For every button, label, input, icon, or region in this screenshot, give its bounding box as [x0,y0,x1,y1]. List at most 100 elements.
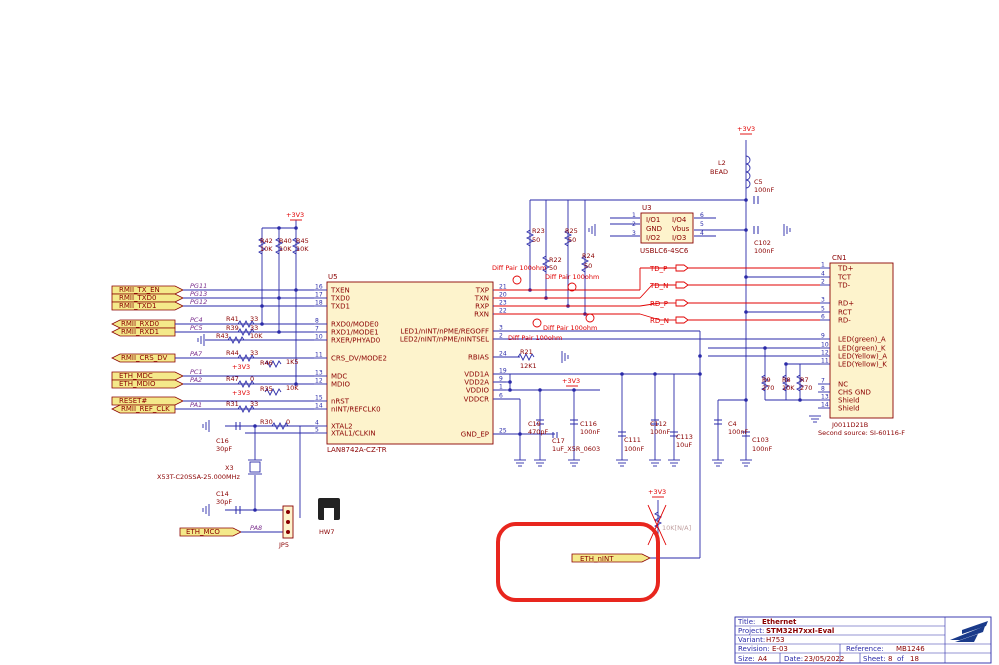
rail-reset: +3V3 [232,389,250,397]
u5-pin-number: 8 [315,318,319,325]
u5-pin-name: XTAL2 [331,423,353,431]
u5-pin-name: VDD1A [464,371,489,379]
u5-pin-name: LED1/nINT/nPME/REGOFF [400,328,489,336]
cn1-pin-name: CHS GND [838,389,871,397]
u5-pin-name: RXD0/MODE0 [331,321,379,329]
u3-num-4: 4 [700,230,704,237]
x3-ref: X3 [225,464,234,472]
cn1-pin-name: Shield [838,397,860,405]
u5-pin-name: GND_EP [461,431,489,439]
power-rails: +3V3 +3V3 +3V3 +3V3 +3V3 +3V3 [232,125,755,498]
u5-pin-name: nINT/REFCLK0 [331,406,381,414]
c19-ref: C19 [528,420,541,428]
cn1-pin-number: 4 [821,271,825,278]
c4-ref: C4 [728,420,737,428]
port-reset[interactable]: RESET# [111,396,184,406]
tb-sheet-label: Sheet: [863,655,886,663]
tb-size-label: Size: [738,655,755,663]
cn1-pin-number: 14 [821,402,829,409]
u5-pin-number: 12 [315,378,323,385]
tb-sheet: 8 [888,655,892,663]
net-td-p: TD_P [649,265,667,273]
r22-ref: R22 [549,256,562,264]
capacitor-labels: C5 100nF C102 100nF C19 470pF C116 100nF… [216,178,775,506]
cn1-pin-name: TCT [837,274,852,282]
r31-value: 33 [250,400,258,408]
r30-value: 0 [286,418,290,426]
tb-variant: H753 [766,636,785,644]
mcu-pin-labels: PG11 PG13 PG12 PC4 PC5 PA7 PC1 PA2 PA1 P… [190,282,262,532]
port-rmii-ref-clk[interactable]: RMII_REF_CLK [111,404,176,414]
diff-pair-label-4: Diff Pair 100ohm [508,334,562,342]
wires [175,140,820,559]
cn1-second-source: Second source: SI-60116-F [818,429,905,437]
u5-pin-number: 4 [315,420,319,427]
c16-ref: C16 [216,437,229,445]
u3-pin-io4: I/O4 [672,216,687,224]
tb-date: 23/05/2022 [804,655,844,663]
port-eth-nint[interactable] [571,553,651,563]
cn1-pin-name: TD+ [837,265,854,273]
u5-pin-number: 23 [499,300,507,307]
rail-bead: +3V3 [737,125,755,133]
port-tx-en-label: RMII_TX_EN [119,286,160,294]
c14-value: 30pF [216,498,232,506]
pin-pa1: PA1 [190,401,202,409]
r47-ref: R47 [226,375,239,383]
cn1-pin-name: RD+ [838,300,854,308]
port-rxd1[interactable]: RMII_RXD1 [111,327,176,337]
port-crs-dv[interactable]: RMII_CRS_DV [111,353,176,363]
r42-ref: R42 [260,237,273,245]
st-logo [950,621,988,642]
u5-left-pin: 8 RXD0/MODE0 [314,318,379,329]
u5-pin-name: TXP [475,287,489,295]
c14-ref: C14 [216,490,229,498]
u5-pin-name: RXN [474,311,489,319]
u3-num-6: 6 [700,212,704,219]
r35-value: 10K [286,384,299,392]
u5-pin-number: 17 [315,292,323,299]
u5-pin-name: TXEN [330,287,350,295]
port-reset-label: RESET# [119,397,147,405]
port-tx-en[interactable]: RMII_TX_EN [111,285,184,295]
port-eth-mco[interactable]: ETH_MCO [179,527,242,537]
pin-pc4: PC4 [190,316,203,324]
tb-date-label: Date: [784,655,803,663]
cn1-pin-name: TD- [837,282,851,290]
port-eth-mdc[interactable]: ETH_MDC [111,371,184,381]
port-txd1[interactable]: RMII_TXD1 [111,301,184,311]
jp5-ref: JP5 [278,541,289,549]
diff-pair-label-1: Diff Pair 100ohm [492,264,546,272]
port-rxd1-label: RMII_RXD1 [121,328,159,336]
u5-left-pin: 14 nINT/REFCLK0 [314,403,381,414]
u3-num-2: 2 [632,221,636,228]
port-txd0-label: RMII_TXD0 [119,294,156,302]
diff-pair-label-3: Diff Pair 100ohm [543,324,597,332]
pin-pg11: PG11 [190,282,207,290]
u5-pin-name: TXN [474,295,489,303]
u5-pin-number: 11 [315,352,323,359]
u5-pin-number: 14 [315,403,323,410]
cn1-pin-number: 11 [821,358,829,365]
port-txd0[interactable]: RMII_TXD0 [111,293,184,303]
title-block: Title: Ethernet Project: STM32H7xxI-Eval… [734,616,992,664]
highlight-annotation [496,522,660,602]
c113-ref: C113 [676,433,693,441]
c102-value: 100nF [754,247,775,255]
u5-pin-name: RXER/PHYAD0 [331,337,380,345]
r44-value: 33 [250,349,258,357]
port-rxd0[interactable]: RMII_RXD0 [111,319,176,329]
nint-pullup-value: 10K[N/A] [662,524,691,532]
port-eth-mdio[interactable]: ETH_MDIO [111,379,184,389]
pin-pg12: PG12 [190,298,207,306]
